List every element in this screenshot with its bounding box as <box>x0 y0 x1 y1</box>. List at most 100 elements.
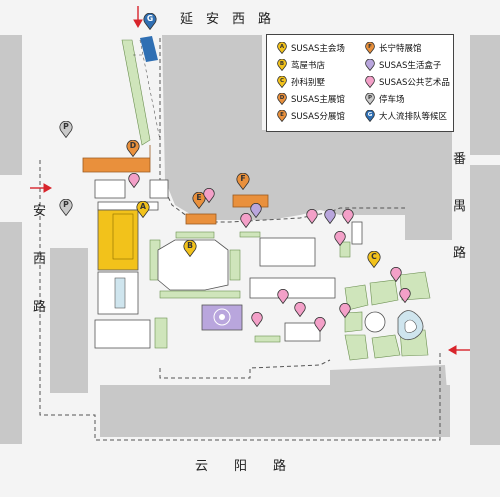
building-east-small <box>351 221 363 245</box>
block-southeast <box>330 365 450 430</box>
marker-c-icon[interactable]: C <box>367 250 381 272</box>
marker-p-icon[interactable]: P <box>59 198 73 220</box>
marker-art-icon[interactable] <box>294 301 306 321</box>
marker-art-icon[interactable] <box>334 230 346 250</box>
legend-item: F 长宁特展馆 <box>365 41 422 55</box>
campus-boundary <box>39 160 441 441</box>
road-label-east-1: 番 <box>453 152 467 167</box>
garden-c <box>344 271 431 361</box>
road-label-south: 云 阳 路 <box>195 459 287 474</box>
legend-pin-icon: G <box>365 109 375 123</box>
road-label-east-3: 路 <box>453 246 467 261</box>
marker-e-icon[interactable]: E <box>192 191 206 213</box>
svg-text:F: F <box>368 44 372 50</box>
svg-text:G: G <box>147 14 153 23</box>
svg-text:G: G <box>368 112 373 118</box>
block-west <box>0 222 22 444</box>
campus-boundary-south <box>159 359 331 379</box>
block-east <box>470 165 500 445</box>
legend-pin-icon: A <box>277 41 287 55</box>
legend-label: SUSAS生活盒子 <box>379 61 442 71</box>
svg-text:D: D <box>280 95 285 101</box>
svg-text:B: B <box>187 241 193 250</box>
building-a <box>97 209 139 271</box>
legend-label: 茑屋书店 <box>291 61 326 71</box>
svg-text:E: E <box>196 193 201 202</box>
block-north-campus <box>162 35 452 240</box>
marker-art-icon[interactable] <box>277 288 289 308</box>
legend: A SUSAS主会场 F 长宁特展馆 B 茑屋书店 SUSAS生活盒子 C 孙科别墅 S… <box>266 34 454 132</box>
marker-art-icon[interactable] <box>240 212 252 232</box>
legend-item: SUSAS生活盒子 <box>365 58 442 72</box>
building-center-1 <box>259 237 316 267</box>
marker-art-icon[interactable] <box>306 208 318 228</box>
building-north-2 <box>149 179 169 199</box>
svg-text:D: D <box>130 141 136 150</box>
svg-text:E: E <box>280 112 284 118</box>
green-strip-north <box>121 39 151 146</box>
road-label-west-2: 西 <box>33 252 47 267</box>
svg-text:C: C <box>371 252 377 261</box>
legend-pin-icon: C <box>277 75 287 89</box>
legend-item: C 孙科别墅 <box>277 75 326 89</box>
campus-boundary-inner <box>159 38 405 223</box>
legend-pin-icon: D <box>277 92 287 106</box>
building-southwest <box>94 319 151 349</box>
marker-p-icon[interactable]: P <box>59 120 73 142</box>
building-center-2 <box>249 277 336 299</box>
legend-item: D SUSAS主展馆 <box>277 92 345 106</box>
building-e <box>185 213 217 225</box>
svg-text:P: P <box>63 122 69 131</box>
svg-text:P: P <box>63 200 69 209</box>
building-center-3 <box>284 322 321 342</box>
marker-f-icon[interactable]: F <box>236 172 250 194</box>
legend-label: 停车场 <box>379 95 405 105</box>
marker-art-icon[interactable] <box>339 302 351 322</box>
legend-pin-icon <box>365 75 375 89</box>
legend-item: A SUSAS主会场 <box>277 41 345 55</box>
legend-item: B 茑屋书店 <box>277 58 326 72</box>
road-label-west-3: 路 <box>33 300 47 315</box>
svg-text:A: A <box>280 44 285 50</box>
legend-item: P 停车场 <box>365 92 405 106</box>
legend-pin-icon: B <box>277 58 287 72</box>
road-label-east-2: 禺 <box>453 199 467 214</box>
marker-a-icon[interactable]: A <box>136 200 150 222</box>
marker-art-icon[interactable] <box>314 316 326 336</box>
legend-item: SUSAS公共艺术品 <box>365 75 450 89</box>
legend-pin-icon: E <box>277 109 287 123</box>
legend-label: 长宁特展馆 <box>379 44 422 54</box>
marker-b-icon[interactable]: B <box>183 239 197 261</box>
marker-art-icon[interactable] <box>128 172 140 192</box>
marker-art-icon[interactable] <box>324 208 336 228</box>
road-label-north: 延 安 西 路 <box>180 12 272 27</box>
block-northeast <box>470 35 500 155</box>
marker-art-icon[interactable] <box>203 187 215 207</box>
legend-label: SUSAS主会场 <box>291 44 345 54</box>
legend-label: SUSAS公共艺术品 <box>379 78 450 88</box>
entrance-arrows <box>30 6 470 355</box>
svg-text:B: B <box>280 61 284 67</box>
road-label-west-1: 安 <box>33 204 47 219</box>
legend-label: SUSAS主展馆 <box>291 95 345 105</box>
legend-pin-icon: F <box>365 41 375 55</box>
marker-art-icon[interactable] <box>250 202 262 222</box>
svg-text:C: C <box>280 78 284 84</box>
legend-label: 孙科别墅 <box>291 78 326 88</box>
marker-art-icon[interactable] <box>342 208 354 228</box>
svg-text:A: A <box>140 202 146 211</box>
marker-art-icon[interactable] <box>390 266 402 286</box>
marker-g-icon[interactable]: G <box>143 12 157 34</box>
queue-zone-g <box>140 36 158 62</box>
svg-text:P: P <box>368 95 372 101</box>
legend-pin-icon: P <box>365 92 375 106</box>
block-northwest <box>0 35 22 175</box>
marker-d-icon[interactable]: D <box>126 139 140 161</box>
marker-art-icon[interactable] <box>251 311 263 331</box>
marker-art-icon[interactable] <box>399 287 411 307</box>
legend-pin-icon <box>365 58 375 72</box>
